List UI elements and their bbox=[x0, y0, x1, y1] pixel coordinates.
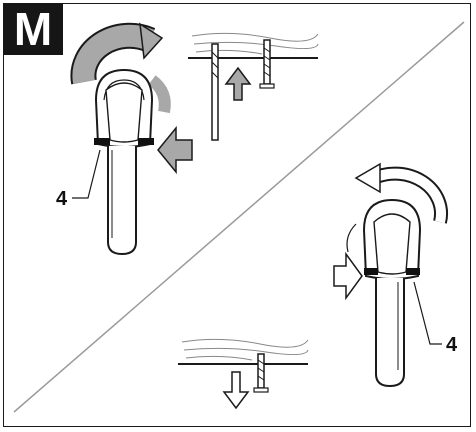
callout-label-left: 4 bbox=[56, 188, 68, 210]
callout-label-right: 4 bbox=[446, 334, 458, 356]
rotation-arc-small bbox=[148, 75, 171, 114]
down-arrow-icon bbox=[222, 371, 250, 410]
rotation-arrow-clockwise-icon bbox=[70, 22, 164, 85]
panel-label-badge: M bbox=[3, 3, 63, 55]
wood-board-top bbox=[188, 32, 319, 59]
screwdriver-tool-right bbox=[362, 198, 422, 388]
callout-line-left bbox=[72, 149, 101, 199]
callout-line-right bbox=[413, 281, 442, 345]
push-arrow-right-icon bbox=[333, 251, 363, 301]
screwdriver-tool-left bbox=[94, 68, 154, 256]
rotation-arrow-counterclockwise-icon bbox=[354, 162, 449, 224]
screw-icon-bottom bbox=[253, 353, 269, 393]
figure-frame bbox=[3, 3, 471, 427]
diagonal-divider bbox=[13, 21, 465, 413]
wood-board-bottom bbox=[178, 338, 309, 365]
screw-icon-top bbox=[259, 39, 275, 89]
up-arrow-icon bbox=[224, 66, 252, 101]
drill-bit-icon bbox=[211, 43, 219, 141]
push-arrow-left-icon bbox=[157, 125, 193, 175]
rotation-arc-small-right bbox=[346, 223, 357, 253]
